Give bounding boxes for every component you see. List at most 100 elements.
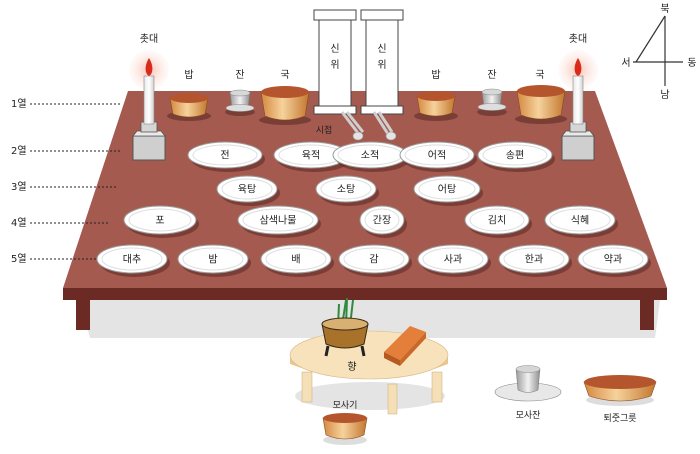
- mosagi-bowl: 모사기: [322, 400, 368, 445]
- row-label-4: 4열: [11, 217, 27, 229]
- mosajan-cup: 모사잔: [494, 365, 562, 421]
- label-tablet-left-2: 위: [330, 58, 339, 71]
- dish-plate: [477, 141, 553, 169]
- dish-label: 약과: [604, 254, 622, 266]
- dish-label: 송편: [506, 150, 524, 162]
- label-cup-right: 잔: [487, 69, 496, 81]
- soup-bowl-left: [260, 91, 310, 121]
- dish-plate: [123, 205, 197, 235]
- incense-case: [384, 326, 426, 366]
- dish-plate: [187, 141, 263, 169]
- plate-rim: [242, 208, 314, 232]
- dish-label: 포: [155, 216, 164, 227]
- toejut-bowl: 퇴줏그릇: [583, 375, 657, 424]
- dish-plate: [338, 244, 410, 274]
- dish-label: 감: [369, 254, 378, 266]
- label-tablet-right-1: 신: [377, 43, 386, 55]
- label-soup-right: 국: [535, 69, 544, 81]
- dish-label: 식혜: [571, 215, 589, 227]
- soup-bowl-right: [516, 90, 566, 120]
- label-rice-left: 밥: [184, 69, 193, 81]
- plate-rim: [364, 208, 400, 232]
- flame-icon: [574, 58, 582, 76]
- label-spoon: 시접: [316, 124, 333, 136]
- plate-rim: [128, 208, 192, 232]
- compass: 북 남 서 동: [621, 3, 696, 101]
- dish-label: 대추: [123, 254, 141, 266]
- spoon-chopsticks: 시접: [316, 111, 397, 141]
- dish-label: 사과: [444, 254, 462, 266]
- dish-plate: [464, 205, 530, 235]
- table-edge: [63, 288, 667, 300]
- plate-rim: [549, 208, 611, 232]
- dish-plate: [413, 175, 481, 203]
- row-label-3: 3열: [11, 181, 27, 193]
- plate-rim: [418, 178, 476, 200]
- dish-label: 소적: [361, 150, 379, 162]
- row-label-5: 5열: [11, 253, 27, 265]
- plate-rim: [482, 144, 548, 166]
- dish-label: 밤: [208, 254, 217, 266]
- row-1-items: 밥 잔 국 밥 잔 국: [167, 69, 567, 125]
- plate-rim: [503, 247, 565, 271]
- dish-label: 어적: [428, 150, 446, 162]
- dish-plate: [417, 244, 489, 274]
- plate-rim: [192, 144, 258, 166]
- plate-rim: [343, 247, 405, 271]
- label-candle-right: 촛대: [569, 33, 587, 45]
- plate-rim: [582, 247, 644, 271]
- plate-rim: [422, 247, 484, 271]
- dish-plate: [96, 244, 168, 274]
- label-soup-left: 국: [280, 69, 289, 81]
- flame-icon: [145, 58, 153, 76]
- dish-label: 육탕: [238, 184, 256, 196]
- dish-plate: [315, 175, 377, 203]
- incense-table: [289, 330, 449, 415]
- dish-plate: [177, 244, 249, 274]
- label-mosagi: 모사기: [333, 400, 358, 411]
- plate-rim: [182, 247, 244, 271]
- dish-label: 어탕: [438, 184, 456, 196]
- dish-label: 소탕: [337, 184, 355, 196]
- dish-plate: [359, 205, 405, 235]
- dish-plate: [544, 205, 616, 235]
- label-tablet-left-1: 신: [330, 43, 339, 55]
- dish-plate: [577, 244, 649, 274]
- table-leg-left: [76, 300, 90, 330]
- table-shadow: [80, 300, 660, 338]
- dish-plate: [237, 205, 319, 235]
- plate-rim: [469, 208, 525, 232]
- plate-rim: [221, 178, 273, 200]
- compass-north: 북: [660, 3, 669, 15]
- candle-right: 촛대: [558, 33, 598, 161]
- row-label-2: 2열: [11, 145, 27, 157]
- dish-label: 간장: [373, 215, 391, 227]
- compass-south: 남: [660, 89, 669, 101]
- compass-west: 서: [621, 57, 630, 69]
- dish-label: 육적: [302, 150, 320, 162]
- compass-east: 동: [687, 57, 696, 69]
- rice-bowl-left: [169, 97, 209, 118]
- incense-burner: 향: [321, 297, 369, 373]
- row-labels: 1열 2열 3열 4열 5열: [11, 98, 122, 265]
- label-incense: 향: [347, 361, 356, 373]
- table-leg-right: [640, 300, 654, 330]
- row-label-1: 1열: [11, 98, 27, 110]
- label-cup-left: 잔: [235, 69, 244, 81]
- dish-plate: [498, 244, 570, 274]
- dish-plate: [216, 175, 278, 203]
- label-mosajan: 모사잔: [516, 410, 541, 421]
- rice-bowl-right: [416, 95, 456, 117]
- candle-left: 촛대: [129, 33, 169, 161]
- label-tablet-right-2: 위: [377, 58, 386, 71]
- dish-label: 삼색나물: [260, 215, 297, 227]
- spirit-tablet-right: 신 위: [360, 9, 404, 115]
- label-rice-right: 밥: [431, 69, 440, 81]
- plate-rim: [101, 247, 163, 271]
- dish-label: 한과: [525, 254, 543, 266]
- dish-label: 배: [291, 254, 300, 266]
- label-toejutgeureut: 퇴줏그릇: [603, 413, 636, 424]
